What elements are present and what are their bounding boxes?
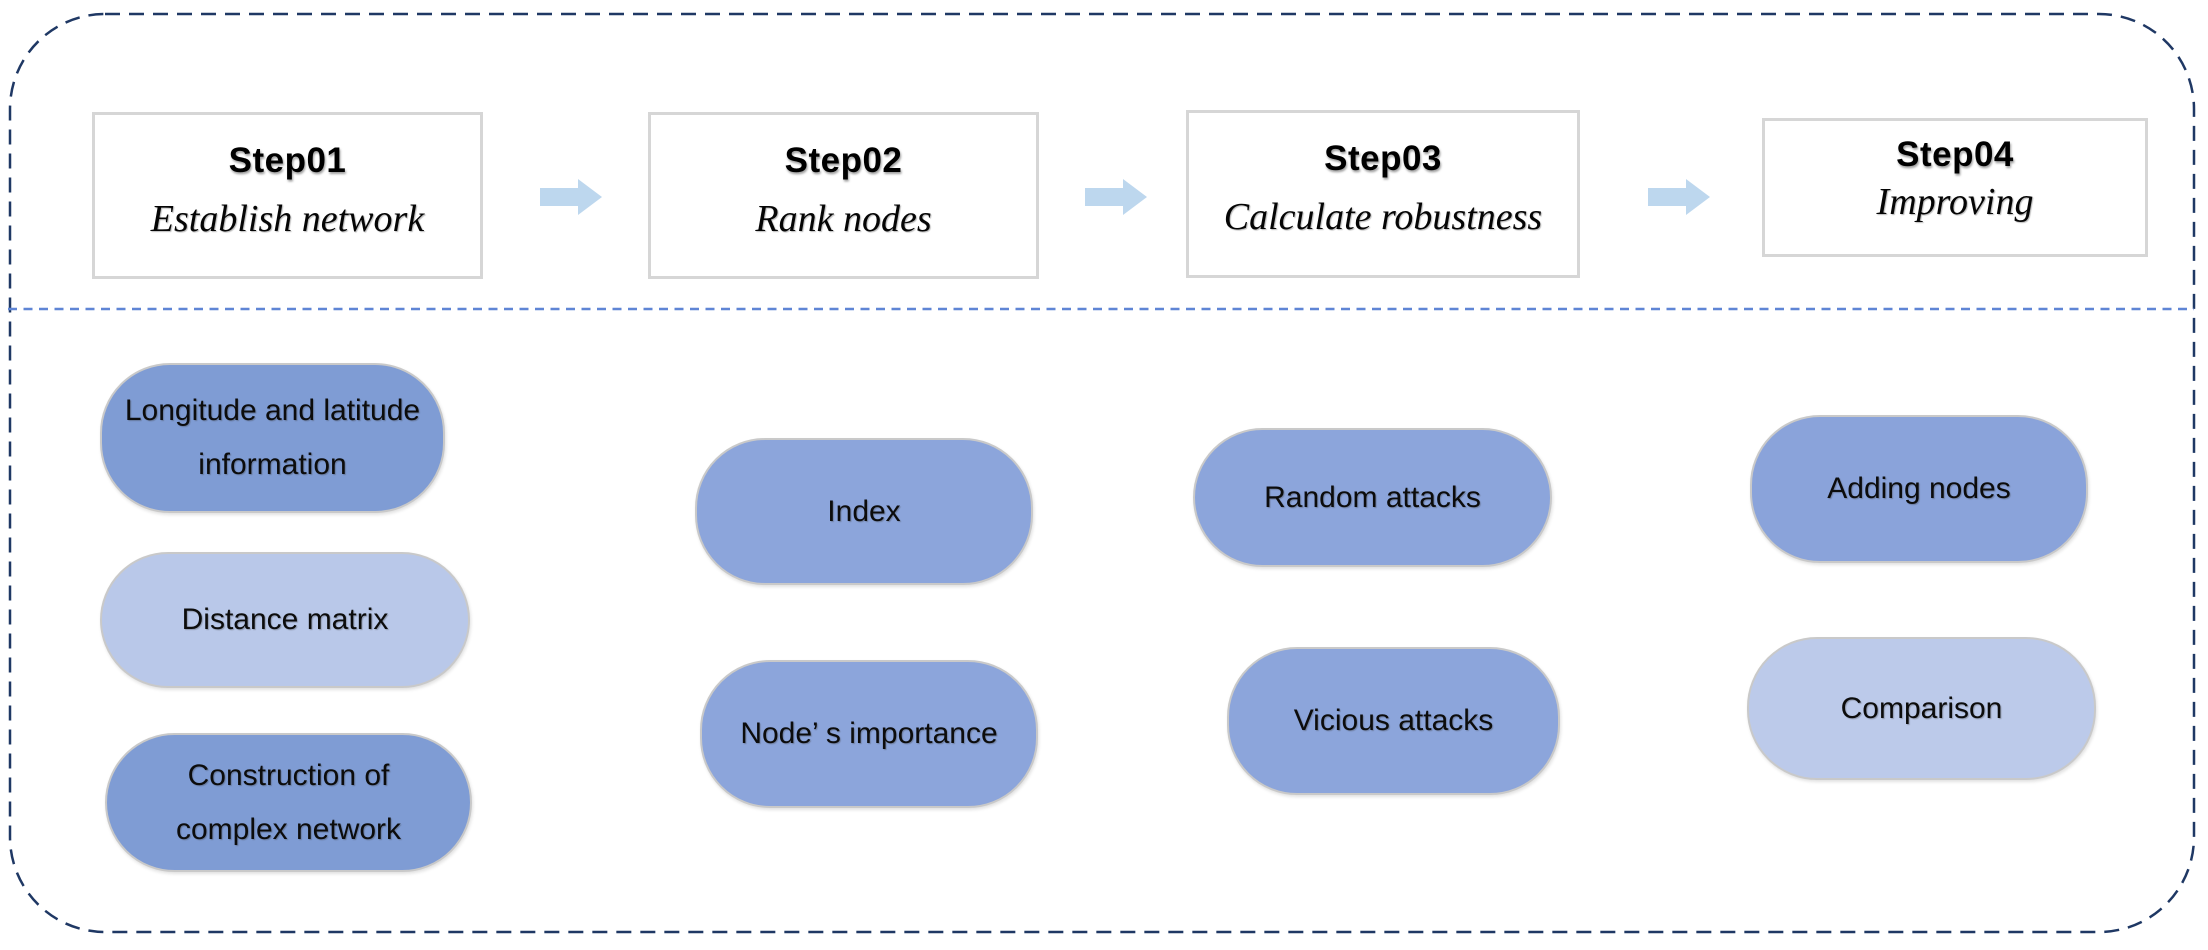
pill-label: Comparison [1840,691,2003,725]
pill-vicious-attacks: Vicious attacks [1227,647,1560,795]
step-box-step02: Step02 Rank nodes [648,112,1039,279]
step-box-step01: Step01 Establish network [92,112,483,279]
pill-comparison: Comparison [1747,637,2096,780]
pill-label: Random attacks [1264,480,1481,514]
pill-label: Index [827,494,901,528]
step-title: Step04 [1896,135,2014,174]
right-arrow-icon [1085,179,1147,215]
pill-distance-matrix: Distance matrix [100,552,470,688]
step-box-step04: Step04 Improving [1762,118,2148,257]
pill-nodes-importance: Node’ s importance [700,660,1038,808]
pill-label: Construction of complex network [175,758,402,846]
step-title: Step01 [228,141,347,180]
pill-longitude-latitude-information: Longitude and latitude information [100,363,445,513]
pill-label: Adding nodes [1827,472,2011,505]
right-arrow-icon [1648,179,1710,215]
pill-label: Node’ s importance [740,717,998,750]
pill-label: Vicious attacks [1293,704,1494,737]
right-arrow-icon [540,179,602,215]
pill-label: Distance matrix [181,603,389,636]
step-subtitle: Establish network [150,198,425,240]
step-title: Step02 [784,141,903,180]
step-subtitle: Rank nodes [755,198,932,240]
pill-random-attacks: Random attacks [1193,428,1552,567]
step-title: Step03 [1324,139,1442,178]
step-subtitle: Calculate robustness [1223,196,1543,238]
pill-index: Index [695,438,1033,585]
pill-adding-nodes: Adding nodes [1750,415,2088,563]
step-subtitle: Improving [1876,181,2034,223]
pill-label: Longitude and latitude information [124,394,421,481]
step-box-step03: Step03 Calculate robustness [1186,110,1580,278]
pill-construction-complex-network: Construction of complex network [105,733,472,872]
